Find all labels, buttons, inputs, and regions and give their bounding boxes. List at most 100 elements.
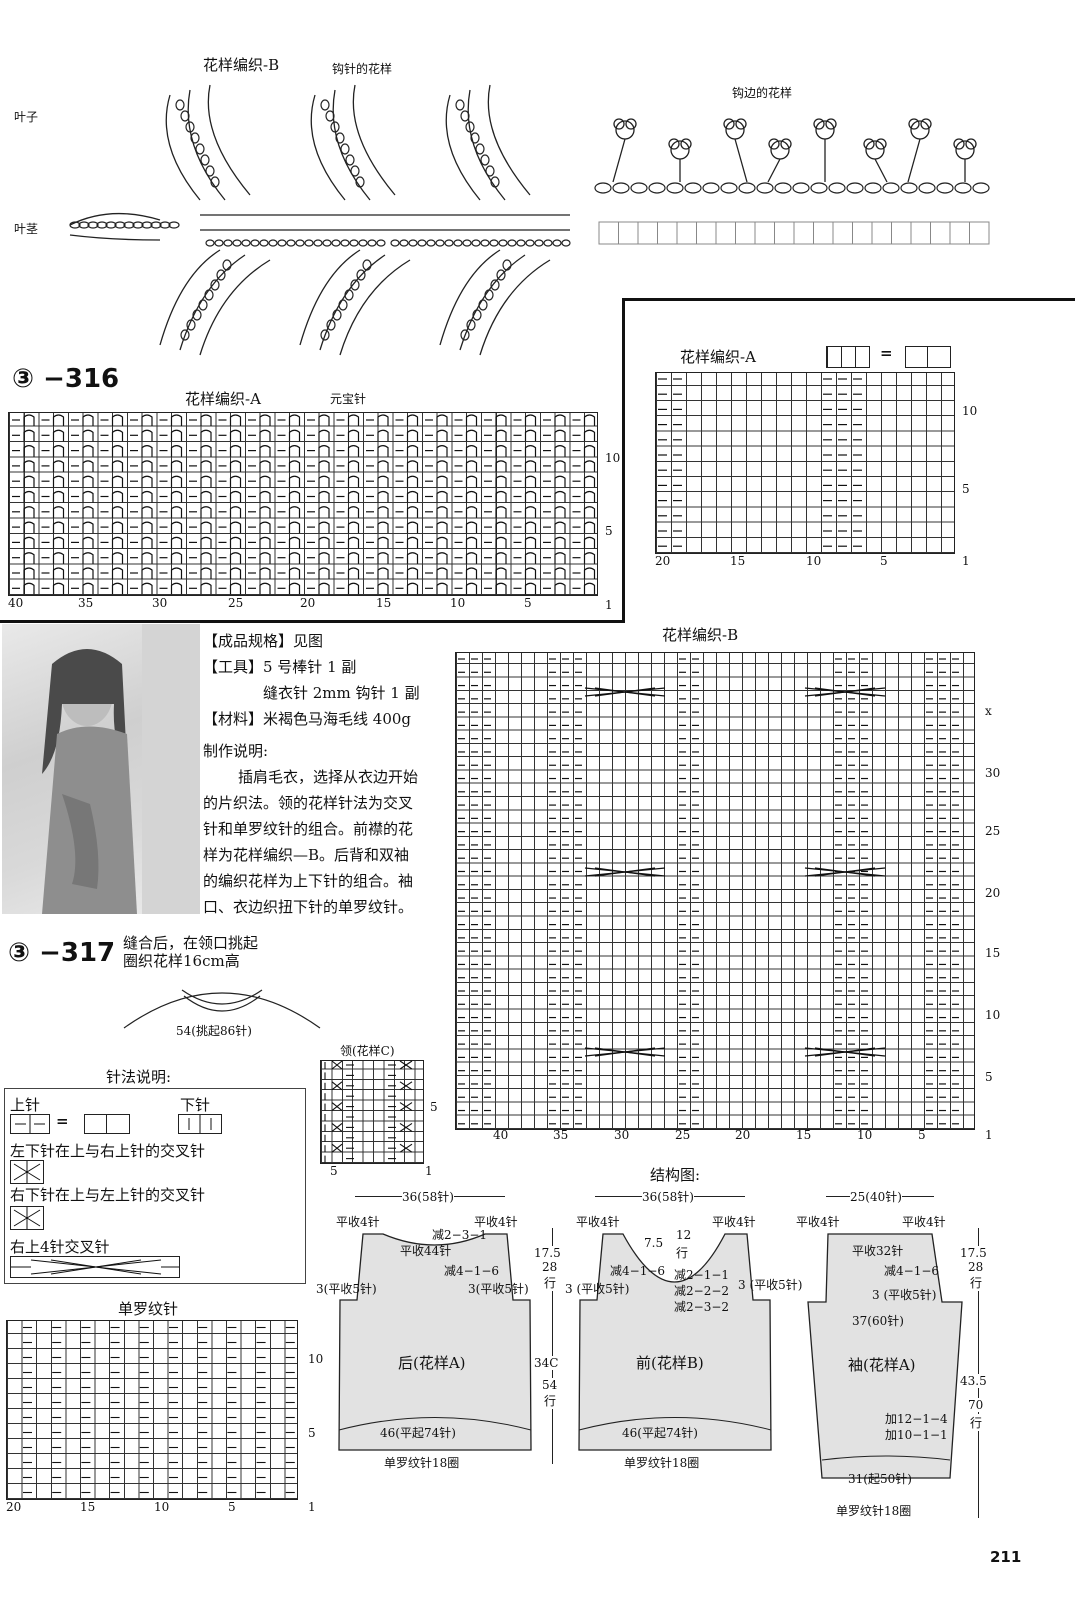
chart-316-row-label: 10	[605, 451, 621, 465]
chart-b-row-label: 15	[985, 946, 1001, 960]
chart-a2-col-label: 5	[880, 554, 888, 568]
chart-a-title: 花样编织-A	[185, 390, 261, 408]
sleeve-bind-mid: 平收32针	[852, 1244, 904, 1258]
leaf-label: 叶子	[14, 110, 39, 124]
chart-b-title: 花样编织-B	[662, 626, 739, 644]
back-rib: 单罗纹针18圈	[384, 1456, 460, 1470]
howto-line: 口、衣边织扭下针的单罗纹针。	[203, 898, 414, 916]
legend-right-cross-label: 右下针在上与左上针的交叉针	[10, 1186, 206, 1204]
legend-box	[4, 1088, 306, 1284]
rib-marks	[23, 1326, 295, 1494]
front-bottom: 46(平起74针)	[622, 1426, 698, 1440]
sleeve-h1-rows: 28	[968, 1260, 984, 1274]
model-photo	[2, 624, 200, 914]
back-height-line	[552, 1228, 553, 1464]
sleeve-mid-width: 37(60针)	[852, 1314, 904, 1328]
chart-a2-col-label: 10	[806, 554, 822, 568]
chart-b-col-label: 5	[918, 1128, 926, 1142]
rib-col-label: 5	[228, 1500, 236, 1514]
chart-b-grid	[455, 652, 975, 1130]
chart-316-col-label: 25	[228, 596, 244, 610]
chart-316-col-label: 20	[300, 596, 316, 610]
front-neck-depth: 7.5	[644, 1236, 664, 1250]
collar-note: 缝合后，在领口挑起	[123, 934, 259, 952]
legend-knit-cell	[10, 1114, 50, 1134]
back-dec-top: 减2−3−1	[432, 1228, 488, 1242]
equals-sign: =	[880, 344, 893, 362]
rib-col-label: 20	[6, 1500, 22, 1514]
chart-316-grid	[8, 412, 598, 596]
collar-c-col-label: 5	[330, 1164, 338, 1178]
collar-diagram	[123, 989, 321, 1029]
crochet-b-title: 花样编织-B	[203, 56, 280, 74]
sleeve-h1-unit: 行	[970, 1274, 983, 1291]
chart-b-row-label: 5	[985, 1070, 993, 1084]
chart-a2-col-label: 20	[655, 554, 671, 568]
chart-b-row-label: 10	[985, 1008, 1001, 1022]
back-name: 后(花样A)	[398, 1354, 466, 1372]
legend-knit-equiv	[84, 1114, 130, 1134]
sleeve-dec: 减4−1−6	[884, 1264, 940, 1278]
front-neck-rows: 12	[676, 1228, 692, 1242]
legend-four-cross-label: 右上4针交叉针	[10, 1238, 110, 1256]
equals-sign: =	[56, 1112, 69, 1130]
back-piece-shape	[338, 1233, 532, 1451]
rib-row-label: 10	[308, 1352, 324, 1366]
collar-pick-label: 54(挑起86针)	[176, 1024, 252, 1038]
chart-316-arches	[12, 414, 596, 595]
front-neck-unit: 行	[676, 1246, 689, 1260]
chart-a2-grid	[655, 372, 955, 554]
chart-a2-marks	[658, 378, 862, 547]
sleeve-h2-unit: 行	[970, 1414, 983, 1431]
front-dec-b: 减2−2−2	[674, 1284, 730, 1298]
front-side-left: 3 (平收5针)	[565, 1282, 630, 1296]
chart-b-row-label: 1	[985, 1128, 993, 1142]
legend-blank-symbol	[905, 346, 951, 368]
right-cross-icon	[10, 1206, 44, 1230]
chart-316-col-label: 40	[8, 596, 24, 610]
back-dec-side: 减4−1−6	[444, 1264, 500, 1278]
sleeve-width: 25(40针)	[850, 1188, 902, 1205]
howto-line: 样为花样编织—B。后背和双袖	[203, 846, 410, 864]
crochet-leaf-diagram	[69, 84, 571, 356]
howto-title: 制作说明:	[203, 742, 269, 760]
back-h2: 34C	[534, 1356, 559, 1370]
howto-line: 插肩毛衣，选择从衣边开始	[238, 768, 419, 786]
back-side-left: 3(平收5针)	[316, 1282, 377, 1296]
chart-316-row-label: 1	[605, 598, 613, 612]
chart-a2-row-label: 1	[962, 554, 970, 568]
front-dec-a: 减2−1−1	[674, 1268, 730, 1282]
spec-size: 【成品规格】见图	[203, 632, 324, 650]
back-h1: 17.5	[534, 1246, 561, 1260]
chart-b-col-label: 15	[796, 1128, 812, 1142]
chart-b-row-label: 20	[985, 886, 1001, 900]
collar-c-grid	[320, 1060, 424, 1164]
chart-a2-row-label: 10	[962, 404, 978, 418]
spec-tools: 【工具】5 号棒针 1 副	[203, 658, 357, 676]
howto-line: 的片织法。领的花样针法为交叉	[203, 794, 414, 812]
chart-b-col-label: 35	[553, 1128, 569, 1142]
rib-title: 单罗纹针	[118, 1300, 179, 1318]
back-bottom: 46(平起74针)	[380, 1426, 456, 1440]
sleeve-piece-shape	[807, 1233, 963, 1479]
sleeve-side: 3 (平收5针)	[872, 1288, 937, 1302]
front-bind-right: 平收4针	[712, 1215, 756, 1229]
back-bind-right: 平收4针	[474, 1215, 518, 1229]
pattern-316-number: ③ −316	[12, 364, 120, 394]
chart-b-row-label: 25	[985, 824, 1001, 838]
section-divider	[622, 298, 1075, 301]
chart-b-marks	[458, 658, 959, 1125]
chart-316-col-label: 10	[450, 596, 466, 610]
legend-knit-label: 上针	[10, 1096, 41, 1114]
chart-a2-row-label: 5	[962, 482, 970, 496]
chart-b-col-label: 20	[735, 1128, 751, 1142]
sleeve-bind-right: 平收4针	[902, 1215, 946, 1229]
chart-a2-col-label: 15	[730, 554, 746, 568]
chart-b-row-label: x	[985, 704, 992, 718]
back-bind-left: 平收4针	[336, 1215, 380, 1229]
page-number: 211	[990, 1548, 1022, 1566]
back-h2-unit: 行	[544, 1392, 557, 1409]
chart-b-row-label: 30	[985, 766, 1001, 780]
sleeve-h2: 43.5	[960, 1374, 987, 1388]
stem-label: 叶茎	[14, 222, 39, 236]
